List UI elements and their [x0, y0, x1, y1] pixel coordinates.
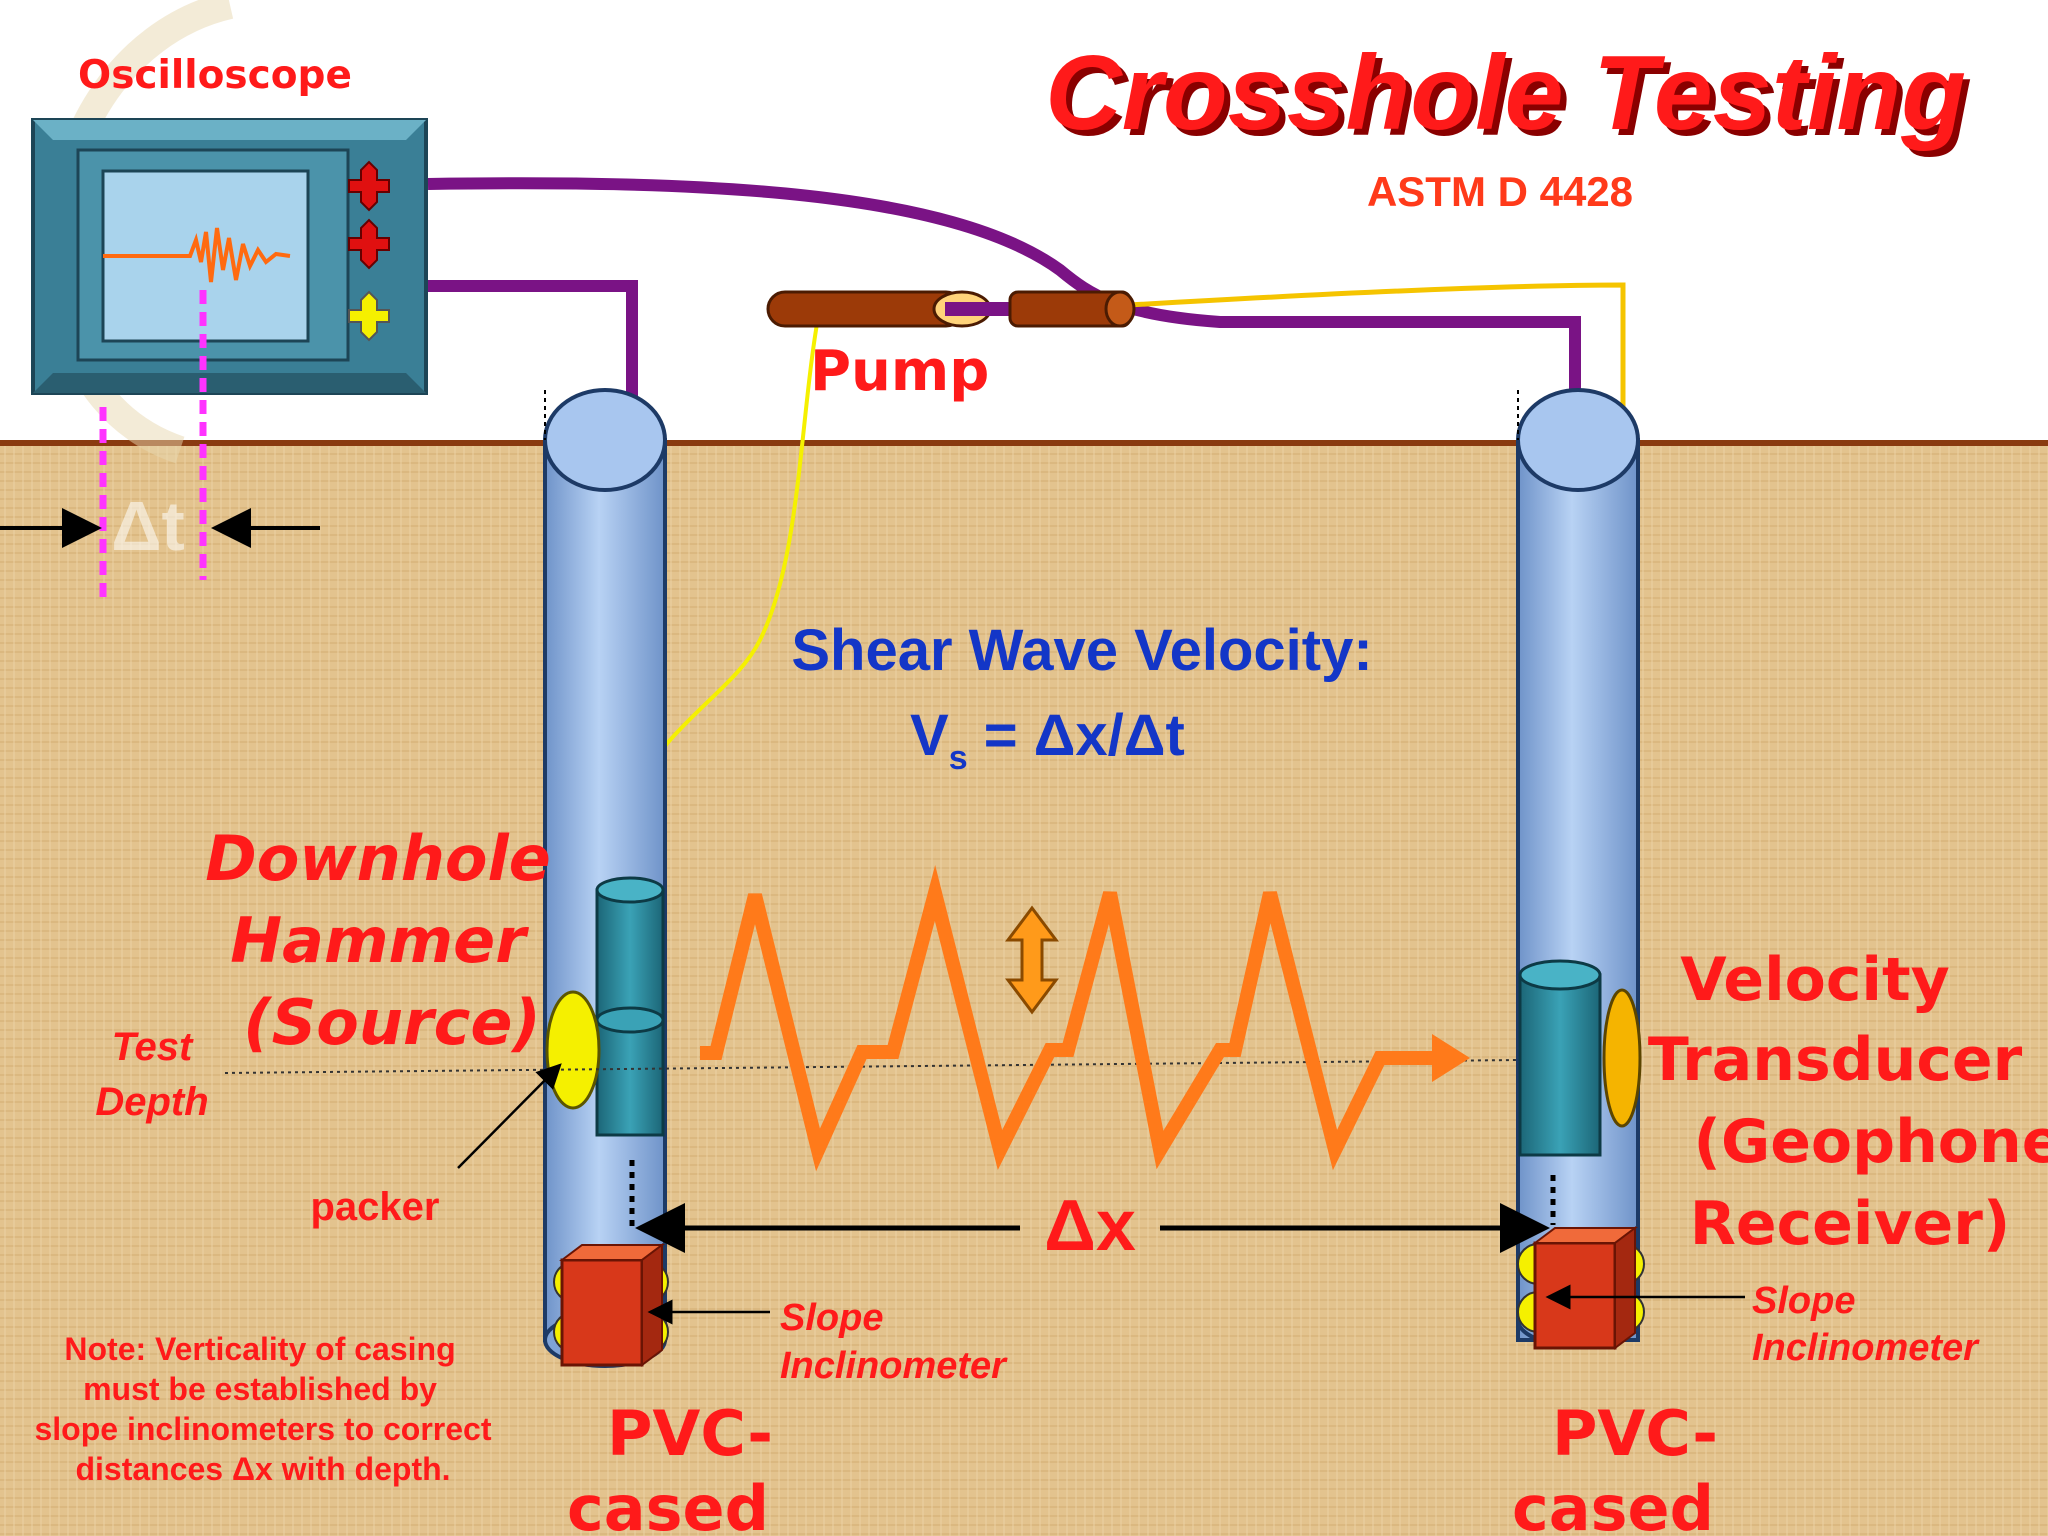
- source-label: Downhole Hammer (Source): [205, 822, 551, 1059]
- svg-text:slope inclinometers to correct: slope inclinometers to correct: [34, 1411, 491, 1447]
- svg-text:Velocity: Velocity: [1680, 945, 1950, 1015]
- wave-path: [700, 865, 1440, 1172]
- delta-x-dimension: Δx: [635, 1186, 1550, 1266]
- oscilloscope-label: Oscilloscope: [78, 53, 352, 98]
- right-slope-inclinometer: [1517, 1226, 1645, 1350]
- svg-text:Slope: Slope: [1752, 1280, 1855, 1322]
- svg-text:Test: Test: [112, 1025, 194, 1069]
- title-shadow: Crosshole Testing: [1051, 40, 1972, 158]
- delta-t-label: Δt: [111, 487, 185, 565]
- svg-text:must be established by: must be established by: [83, 1371, 437, 1407]
- svg-text:(Geophone: (Geophone: [1694, 1107, 2048, 1177]
- slope-label-right: Slope Inclinometer: [1752, 1280, 1980, 1369]
- svg-text:Depth: Depth: [95, 1080, 208, 1124]
- verticality-note: Note: Verticality of casing must be esta…: [34, 1331, 491, 1487]
- svg-text:Inclinometer: Inclinometer: [780, 1345, 1008, 1387]
- delta-x-label: Δx: [1044, 1186, 1136, 1266]
- left-borehole: [543, 388, 669, 1368]
- svg-text:Receiver): Receiver): [1690, 1189, 2011, 1259]
- svg-text:PVC-: PVC-: [1552, 1397, 1718, 1470]
- cross-yellow-icon: [348, 290, 390, 342]
- delta-t-marker: Δt: [0, 290, 320, 600]
- downhole-hammer: [595, 888, 665, 1022]
- svg-text:Downhole: Downhole: [205, 822, 551, 895]
- svg-text:Slope: Slope: [780, 1297, 883, 1339]
- svg-text:Inclinometer: Inclinometer: [1752, 1327, 1980, 1369]
- formula-heading: Shear Wave Velocity:: [791, 618, 1372, 683]
- page-title: Crosshole Testing: [1045, 34, 1966, 152]
- slope-label-left: Slope Inclinometer: [780, 1297, 1008, 1387]
- pvc-label-right: PVC- cased: [1512, 1397, 1718, 1536]
- astm-standard: ASTM D 4428: [1367, 168, 1633, 215]
- left-slope-inclinometer: [553, 1243, 669, 1367]
- receiver-label: Velocity Transducer (Geophone Receiver): [1648, 945, 2048, 1259]
- svg-text:distances Δx with depth.: distances Δx with depth.: [75, 1451, 450, 1487]
- cross-red-icon: [348, 160, 390, 212]
- geophone-cable: [1129, 282, 1626, 1000]
- svg-text:cased: cased: [1512, 1472, 1714, 1536]
- pump: Pump: [766, 290, 1136, 404]
- svg-text:Hammer: Hammer: [230, 904, 529, 977]
- pump-label: Pump: [810, 339, 989, 404]
- vertical-double-arrow-icon: [1005, 905, 1059, 1015]
- wave-arrowhead: [1432, 1034, 1470, 1082]
- oscilloscope-trace: [103, 227, 291, 283]
- svg-text:PVC-: PVC-: [607, 1397, 773, 1470]
- receiver-cable: [427, 177, 1581, 985]
- shear-wave: [700, 865, 1470, 1172]
- right-pvc-casing: [1516, 438, 1640, 1342]
- svg-text:Note: Verticality of casing: Note: Verticality of casing: [64, 1331, 455, 1367]
- svg-text:(Source): (Source): [243, 986, 540, 1059]
- svg-text:Transducer: Transducer: [1648, 1025, 2023, 1095]
- velocity-transducer: [1518, 973, 1602, 1157]
- test-depth-line: [224, 1059, 1519, 1074]
- cross-red-icon: [348, 218, 390, 270]
- pvc-label-left: PVC- cased: [567, 1397, 773, 1536]
- geophone-packer: [1602, 988, 1642, 1128]
- packer-label: packer: [311, 1185, 440, 1229]
- svg-text:cased: cased: [567, 1472, 769, 1536]
- right-borehole: [1516, 388, 1645, 1350]
- formula-equation: Vs = Δx/Δt: [910, 703, 1185, 777]
- packer: [545, 990, 601, 1110]
- oscilloscope: Oscilloscope: [31, 53, 428, 395]
- test-depth-label: Test Depth: [95, 1025, 208, 1124]
